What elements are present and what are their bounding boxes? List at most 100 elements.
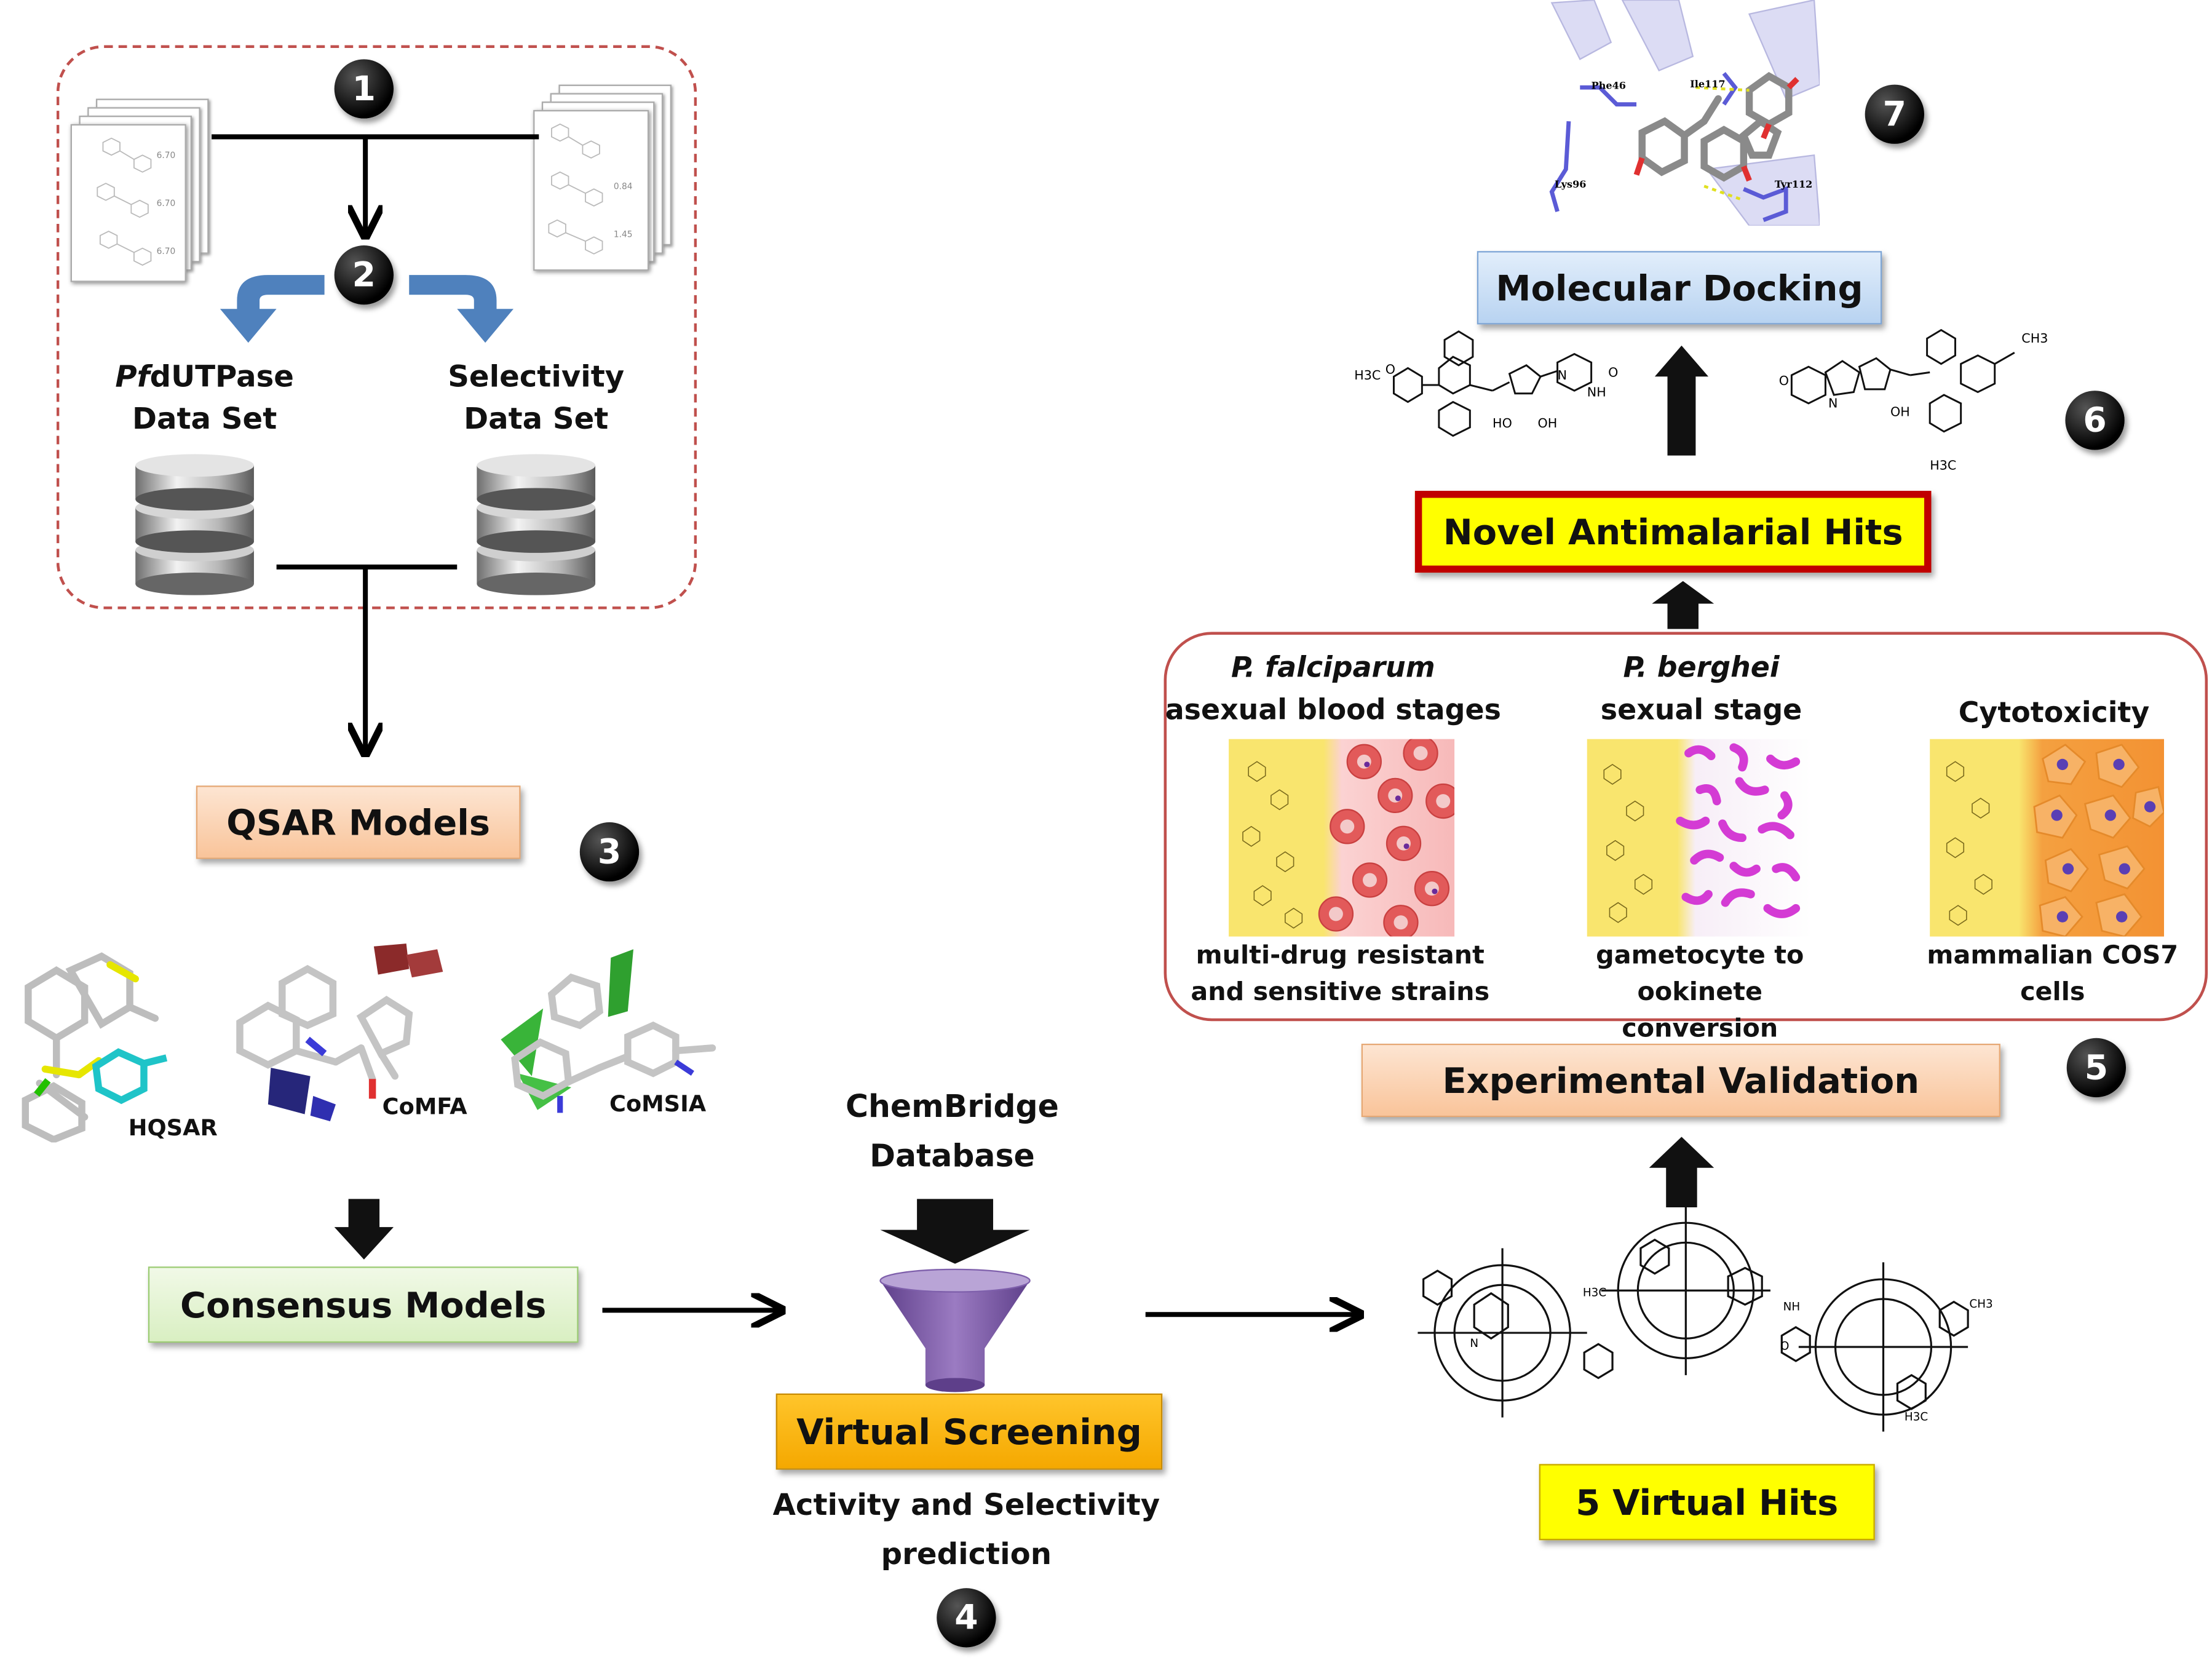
- step-1-badge: 1: [334, 59, 394, 119]
- mol-label: O: [1778, 375, 1790, 389]
- cytotoxicity-image: [1930, 739, 2164, 937]
- hits-label-h3c-2: H3C: [1904, 1410, 1929, 1423]
- pf-rest: dUTPase: [149, 359, 294, 394]
- mol-label: H3C: [1930, 459, 1957, 474]
- page-value: 6.70: [156, 247, 176, 257]
- structure-sketch: [97, 137, 152, 266]
- hits-label-o: O: [1780, 1340, 1790, 1353]
- comfa-model-image: [236, 943, 443, 1122]
- dataset-region: [56, 45, 697, 610]
- experimental-validation-box: Experimental Validation: [1361, 1043, 2000, 1118]
- assay-caption-2: cells: [2020, 977, 2085, 1007]
- down-arrow: [334, 1199, 394, 1260]
- sel-line2: Data Set: [464, 402, 609, 436]
- mol-label: NH: [1587, 386, 1606, 401]
- mol-label: N: [1557, 369, 1568, 384]
- molecular-docking-box: Molecular Docking: [1477, 251, 1882, 325]
- step-2-badge: 2: [334, 245, 394, 305]
- mol-label: O: [1608, 367, 1619, 381]
- assay-title: P. berghei sexual stage: [1532, 646, 1871, 731]
- step-6-badge: 6: [2065, 391, 2125, 450]
- assay-caption-2: conversion: [1622, 1014, 1778, 1044]
- chembridge-label: ChemBridge Database: [825, 1083, 1079, 1182]
- blue-arrow-left: [220, 275, 325, 343]
- sel-line1: Selectivity: [448, 359, 625, 394]
- step-4-badge: 4: [937, 1588, 996, 1648]
- up-arrow: [1649, 1137, 1714, 1207]
- mol-label: OH: [1537, 417, 1558, 432]
- right-document-stack: 0.84 1.45: [531, 84, 686, 271]
- mol-label: OH: [1890, 406, 1910, 421]
- database-down-arrow: [880, 1199, 1030, 1264]
- mol-label: CH3: [2021, 333, 2048, 347]
- up-arrow: [1654, 345, 1709, 456]
- comsia-model-image: [501, 949, 716, 1113]
- hit-structure-left: [1392, 330, 1593, 437]
- database-icon: [135, 454, 254, 595]
- hit-structure-right: [1790, 328, 2015, 433]
- assay-stage: Cytotoxicity: [1958, 695, 2150, 729]
- assay-title: Cytotoxicity: [1885, 691, 2212, 734]
- screening-funnel-icon: [879, 1268, 1031, 1392]
- blue-arrow-right: [409, 275, 514, 343]
- hqsar-model-image: [22, 952, 168, 1143]
- database-icon: [477, 454, 596, 595]
- sexual-stage-image: [1587, 739, 1813, 937]
- assay-title: P. falciparum asexual blood stages: [1164, 646, 1503, 731]
- page-value: 0.84: [613, 181, 633, 192]
- pf-italic: Pf: [115, 359, 150, 394]
- split-arrows: [220, 275, 514, 343]
- chembridge-line1: ChemBridge: [845, 1090, 1059, 1126]
- assay-caption-2: and sensitive strains: [1191, 977, 1490, 1007]
- vs-sub1: Activity and Selectivity: [772, 1488, 1160, 1522]
- hits-label-n: N: [1470, 1336, 1479, 1350]
- virtual-hits-box: 5 Virtual Hits: [1539, 1464, 1875, 1541]
- assay-caption: multi-drug resistant and sensitive strai…: [1171, 938, 1510, 1011]
- docking-pose-image: Phe46 Ile117 Lys96 Tyr112: [1537, 0, 1820, 226]
- assay-caption: gametocyte to ookinete conversion: [1531, 938, 1869, 1048]
- pf-line2: Data Set: [132, 402, 277, 436]
- structure-sketch: [548, 123, 603, 255]
- novel-antimalarial-hits-box: Novel Antimalarial Hits: [1414, 491, 1932, 573]
- qsar-models-box: QSAR Models: [196, 785, 521, 859]
- virtual-screening-subtitle: Activity and Selectivity prediction: [755, 1481, 1178, 1580]
- residue-label: Tyr112: [1774, 177, 1813, 191]
- hits-label-h3c: H3C: [1582, 1286, 1607, 1300]
- residue-label: Ile117: [1690, 77, 1726, 90]
- comfa-label: CoMFA: [382, 1093, 467, 1120]
- blood-stage-image: [1229, 739, 1455, 937]
- vs-sub2: prediction: [881, 1537, 1052, 1571]
- step-5-badge: 5: [2066, 1038, 2127, 1098]
- residue-label: Phe46: [1591, 79, 1626, 92]
- assay-stage: asexual blood stages: [1165, 692, 1501, 726]
- left-document-stack: 6.70 6.70 6.70: [70, 98, 228, 282]
- assay-caption-1: gametocyte to ookinete: [1596, 940, 1804, 1007]
- mol-label: N: [1828, 397, 1838, 412]
- mol-label: O: [1385, 363, 1395, 378]
- assay-species: P. falciparum: [1231, 650, 1435, 685]
- comsia-label: CoMSIA: [609, 1090, 707, 1118]
- page-value: 1.45: [613, 229, 633, 240]
- assay-caption: mammalian COS7 cells: [1883, 938, 2212, 1011]
- page-value: 6.70: [156, 199, 176, 209]
- hqsar-label: HQSAR: [128, 1114, 218, 1142]
- assay-caption-1: mammalian COS7: [1927, 940, 2179, 971]
- virtual-screening-box: Virtual Screening: [775, 1393, 1163, 1470]
- assay-caption-1: multi-drug resistant: [1195, 940, 1485, 971]
- pfdutpase-dataset-label: PfdUTPase Data Set: [85, 355, 325, 440]
- virtual-hits-structures: [1417, 1205, 1969, 1432]
- step-3-badge: 3: [579, 822, 640, 882]
- residue-label: Lys96: [1554, 177, 1587, 191]
- consensus-models-box: Consensus Models: [148, 1266, 579, 1343]
- up-arrow: [1652, 581, 1714, 629]
- step-7-badge: 7: [1865, 84, 1925, 144]
- assay-species: P. berghei: [1623, 650, 1780, 685]
- hits-label-nh: NH: [1783, 1300, 1801, 1313]
- assay-stage: sexual stage: [1600, 692, 1802, 726]
- mol-label: H3C: [1354, 369, 1381, 384]
- selectivity-dataset-label: Selectivity Data Set: [416, 355, 656, 440]
- page-value: 6.70: [156, 151, 176, 161]
- chembridge-line2: Database: [870, 1139, 1035, 1175]
